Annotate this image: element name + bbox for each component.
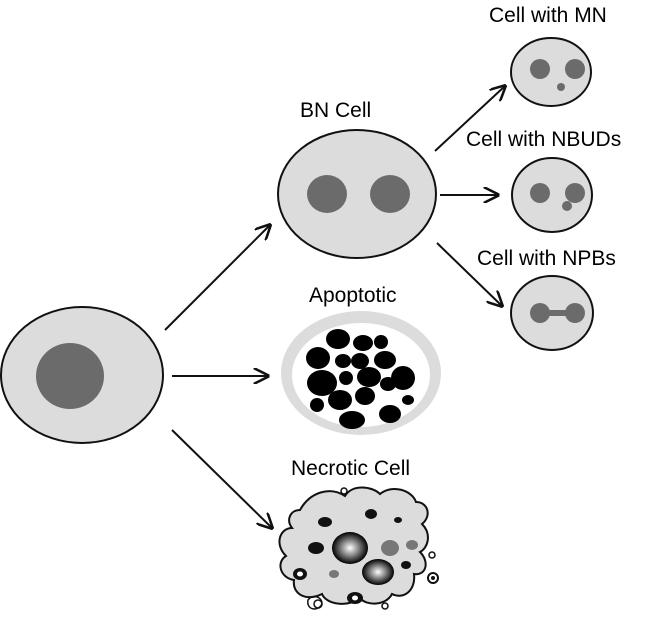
bn-nucleus-right xyxy=(370,175,410,213)
apoptotic-bodies xyxy=(306,329,415,429)
npbs-cell xyxy=(510,275,594,351)
nbuds-cell-label: Cell with NBUDs xyxy=(466,128,621,151)
necrotic-cell xyxy=(278,486,439,610)
bn-cell xyxy=(277,129,437,259)
nuclear-bud xyxy=(562,201,572,211)
bn-cell-label: BN Cell xyxy=(300,99,371,122)
nucleoplasmic-bridge xyxy=(540,310,575,316)
bn-nucleus-left xyxy=(307,175,347,213)
apoptotic-cell xyxy=(281,311,441,435)
arrow-to-npbs-cell xyxy=(436,242,502,306)
mn-cell-label: Cell with MN xyxy=(489,4,607,27)
arrow-to-mn-cell xyxy=(434,86,505,152)
nbuds-cell xyxy=(511,157,593,233)
mn-cell xyxy=(510,37,592,107)
parent-nucleus xyxy=(36,343,104,409)
parent-cell xyxy=(0,306,164,444)
micronucleus xyxy=(557,83,565,91)
arrow-to-bn-cell xyxy=(164,225,270,331)
npbs-cell-label: Cell with NPBs xyxy=(477,247,616,270)
apoptotic-label: Apoptotic xyxy=(309,284,397,307)
arrow-to-necrotic xyxy=(171,429,272,528)
necrotic-label: Necrotic Cell xyxy=(291,457,410,480)
